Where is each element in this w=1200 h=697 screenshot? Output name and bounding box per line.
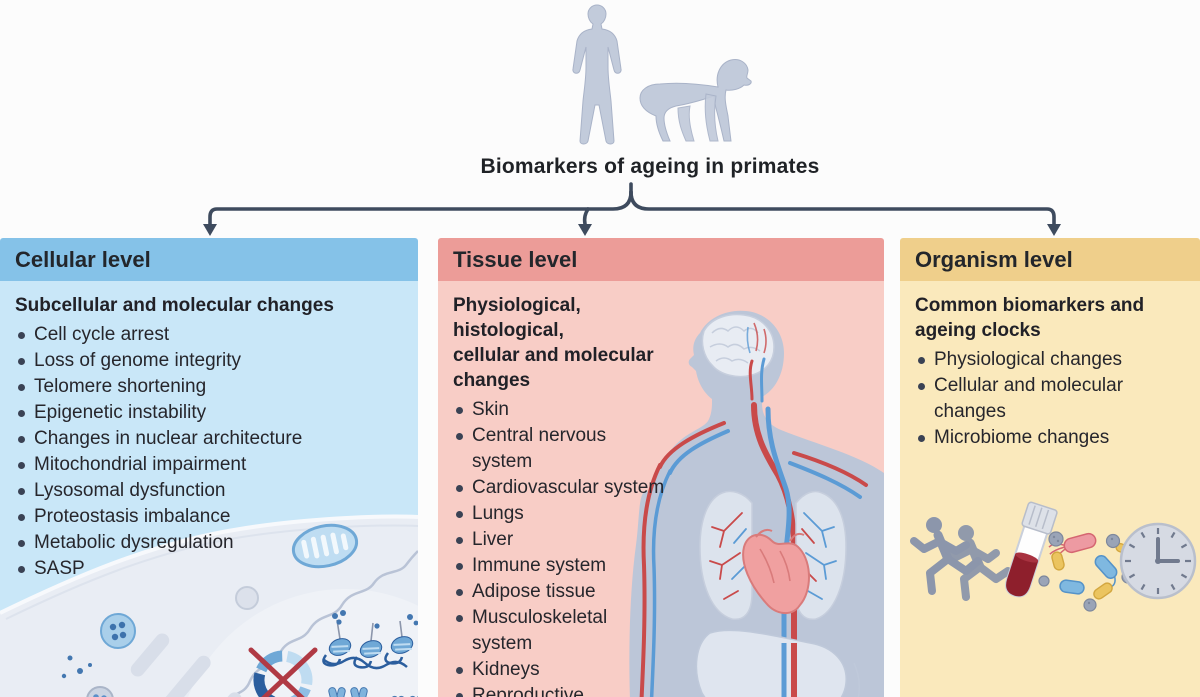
list-item: Cellular and molecular changes <box>915 373 1187 425</box>
runners-icon <box>910 517 1012 601</box>
list-item: Central nervous system <box>453 423 671 475</box>
chimpanzee-silhouette <box>639 59 752 142</box>
list-item: Physiological changes <box>915 347 1187 373</box>
list-item: Lysosomal dysfunction <box>15 478 406 504</box>
microbiome-icon <box>1038 531 1135 612</box>
tissue-subheading: Physiological, histological, cellular an… <box>453 295 654 391</box>
list-item: Microbiome changes <box>915 425 1187 451</box>
list-item: Telomere shortening <box>15 374 406 400</box>
list-item: Loss of genome integrity <box>15 348 406 374</box>
endoplasmic-reticulum <box>130 633 242 697</box>
abdominal-organs <box>695 629 861 697</box>
heart <box>742 528 810 614</box>
panel-organism-level: Organism level Common biomarkers and age… <box>900 238 1200 697</box>
list-item: Proteostasis imbalance <box>15 504 406 530</box>
panel-cellular-header: Cellular level <box>0 238 418 281</box>
organism-list: Physiological changes Cellular and molec… <box>915 347 1187 451</box>
cellular-subheading: Subcellular and molecular changes <box>15 295 334 316</box>
list-item: Cell cycle arrest <box>15 322 406 348</box>
organism-icons <box>910 501 1197 612</box>
human-silhouette <box>572 4 622 145</box>
list-item: Musculoskeletal system <box>453 605 671 657</box>
list-item: Skin <box>453 397 671 423</box>
chromatin-icon <box>322 610 418 670</box>
list-item: Mitochondrial impairment <box>15 452 406 478</box>
figure-title: Biomarkers of ageing in primates <box>480 155 820 178</box>
brain <box>701 313 775 378</box>
tissue-list: Skin Central nervous system Cardiovascul… <box>453 397 671 697</box>
list-item: Metabolic dysregulation <box>15 530 406 556</box>
cell-cycle-arrest-icon <box>248 647 318 697</box>
list-item: Immune system <box>453 553 671 579</box>
secreted-particles <box>61 655 92 679</box>
list-item: Lungs <box>453 501 671 527</box>
list-item: Liver <box>453 527 671 553</box>
panel-cellular-body: Subcellular and molecular changes Cell c… <box>0 281 418 697</box>
panel-tissue-body: Physiological, histological, cellular an… <box>438 281 884 697</box>
list-item: SASP <box>15 556 406 582</box>
panel-organism-body: Common biomarkers and ageing clocks Phys… <box>900 281 1200 697</box>
panel-tissue-level: Tissue level <box>438 238 884 697</box>
list-item: Changes in nuclear architecture <box>15 426 406 452</box>
mitochondrion-icon <box>291 523 359 569</box>
list-item: Kidneys <box>453 657 671 683</box>
list-item: Adipose tissue <box>453 579 671 605</box>
vesicle-icon <box>86 686 114 697</box>
lysosome-icon <box>100 613 136 649</box>
bronchial-vessels <box>709 512 837 600</box>
blood-sample-icon <box>1005 501 1058 598</box>
clock-icon <box>1119 522 1197 600</box>
organism-subheading: Common biomarkers and ageing clocks <box>915 295 1145 341</box>
list-item: Epigenetic instability <box>15 400 406 426</box>
primates-figures <box>572 4 752 145</box>
nucleus <box>188 589 418 697</box>
panel-cellular-level: Cellular level Subcellular and molecular… <box>0 238 418 697</box>
vesicle-icon <box>235 586 259 610</box>
branch-connector <box>203 182 1061 236</box>
panel-tissue-header: Tissue level <box>438 238 884 281</box>
panel-organism-header: Organism level <box>900 238 1200 281</box>
list-item: Reproductive system <box>453 683 671 697</box>
human-anatomy-illustration <box>629 310 884 697</box>
tissue-text-column: Physiological, histological, cellular an… <box>453 293 671 697</box>
nuclear-membrane <box>228 550 418 697</box>
cellular-list: Cell cycle arrest Loss of genome integri… <box>15 322 406 582</box>
list-item: Cardiovascular system <box>453 475 671 501</box>
senescent-cell-illustration <box>0 514 418 697</box>
